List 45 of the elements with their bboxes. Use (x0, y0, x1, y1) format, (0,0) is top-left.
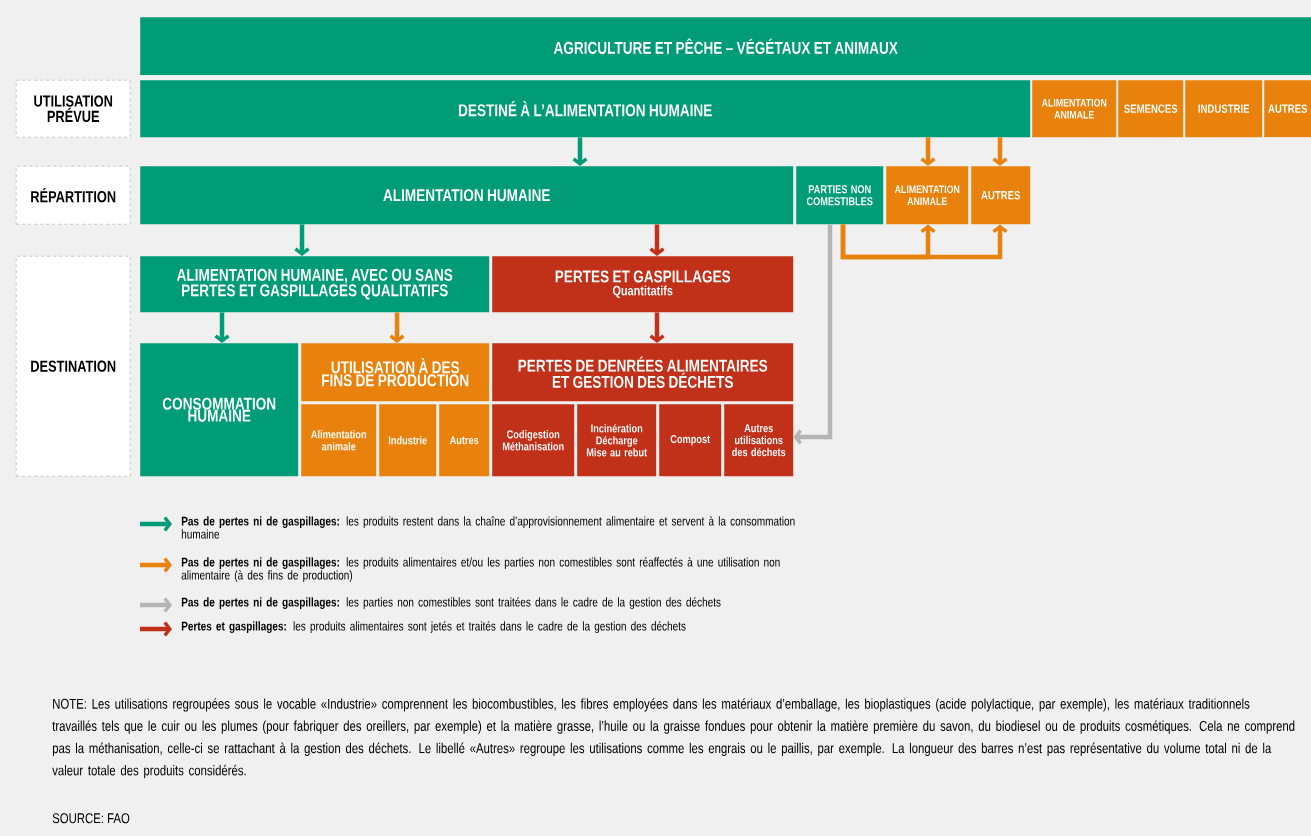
header-band: AGRICULTURE ET PÊCHE – VÉGÉTAUX ET ANIMAUX (140, 17, 1311, 76)
category-bar: ALIMENTATION ANIMALE (886, 166, 969, 225)
row-label: DESTINATION (16, 256, 131, 477)
category-bar: AUTRES (1264, 80, 1311, 138)
category-bar: PERTES DE DENRÉES ALIMENTAIRES ET GESTION DES DÉCHETS (492, 343, 794, 402)
arrow (389, 312, 405, 343)
arrow (840, 224, 1008, 260)
category-bar: ALIMENTATION HUMAINE, AVEC OU SANS PERTES ET GASPILLAGES QUALITATIFS (140, 256, 490, 313)
legend-text: Pertes et gaspillages: les produits alimentaires sont jetés et traités dans le cadre de la gestion des déchets (181, 621, 686, 634)
node-label: AUTRES (1268, 104, 1308, 113)
source-text: SOURCE: FAO (52, 813, 130, 824)
category-bar: CONSOMMATION HUMAINE (140, 343, 299, 477)
category-bar: SEMENCES (1118, 80, 1184, 138)
category-bar: Autres utilisations des déchets (724, 404, 794, 477)
legend-text: Pas de pertes ni de gaspillages: les parties non comestibles sont traitées dans le cadre de la gestion des déchets (181, 597, 721, 610)
category-bar: Alimentation animale (301, 404, 377, 477)
category-bar: INDUSTRIE (1185, 80, 1263, 138)
arrow (649, 312, 665, 343)
category-bar: PARTIES NON COMESTIBLES (796, 166, 884, 225)
category-bar: AUTRES (971, 166, 1031, 225)
category-bar: Incinération Décharge Mise au rebut (577, 404, 657, 477)
arrow (214, 312, 230, 343)
category-bar: ALIMENTATION HUMAINE (140, 166, 794, 225)
category-bar: Compost (659, 404, 722, 477)
note-text: NOTE: Les utilisations regroupées sous le vocable «Industrie» comprennent les biocombustibles, les fibres employées dans les matériaux d’emballage, les bioplastiques (acide polylactique, par exemple), les matériaux traditionnels travaillés tels que le cuir ou les plumes (pour fabriquer des oreillers, par exemple) et la matière grasse, l’huile ou la graisse fondues pour obtenir la matière première du savon, du biodiesel ou de produits cosmétiques. Cela ne comprend pas la méthanisation, celle-ci se rattachant à la gestion des déchets. Le libellé «Autres» regroupe les utilisations comme les engrais ou le paillis, par exemple. La longueur des barres n’est pas représentative du volume total ni de la valeur totale des produits considérés. (52, 698, 1295, 779)
arrow (992, 137, 1008, 166)
row-label: RÉPARTITION (16, 166, 131, 225)
category-bar: Codigestion Méthanisation (492, 404, 575, 477)
category-bar: PERTES ET GASPILLAGES Quantitatifs (492, 256, 794, 313)
arrow (572, 137, 588, 166)
category-bar: ALIMENTATION ANIMALE (1032, 80, 1117, 138)
arrow (294, 224, 310, 256)
category-bar: Autres (439, 404, 490, 477)
arrow (649, 224, 665, 256)
category-bar: DESTINÉ À L’ALIMENTATION HUMAINE (140, 80, 1031, 138)
node-label: INDUSTRIE (1198, 104, 1250, 113)
node-label: ALIMENTATION ANIMALE (1041, 98, 1107, 119)
arrow (920, 137, 936, 166)
legend-text: Pas de pertes ni de gaspillages: les produits alimentaires et/ou les parties non comestibles sont réaffectés à une utilisation non alimentaire (à des fins de production) (181, 557, 780, 582)
node-label: SEMENCES (1124, 104, 1178, 113)
arrow (793, 224, 833, 445)
category-bar: Industrie (379, 404, 437, 477)
legend-text: Pas de pertes ni de gaspillages: les produits restent dans la chaîne d’approvisionnement alimentaire et servent à la consommation humaine (181, 516, 795, 539)
row-label: UTILISATION PRÉVUE (16, 80, 131, 138)
category-bar: UTILISATION À DES FINS DE PRODUCTION (301, 343, 490, 402)
